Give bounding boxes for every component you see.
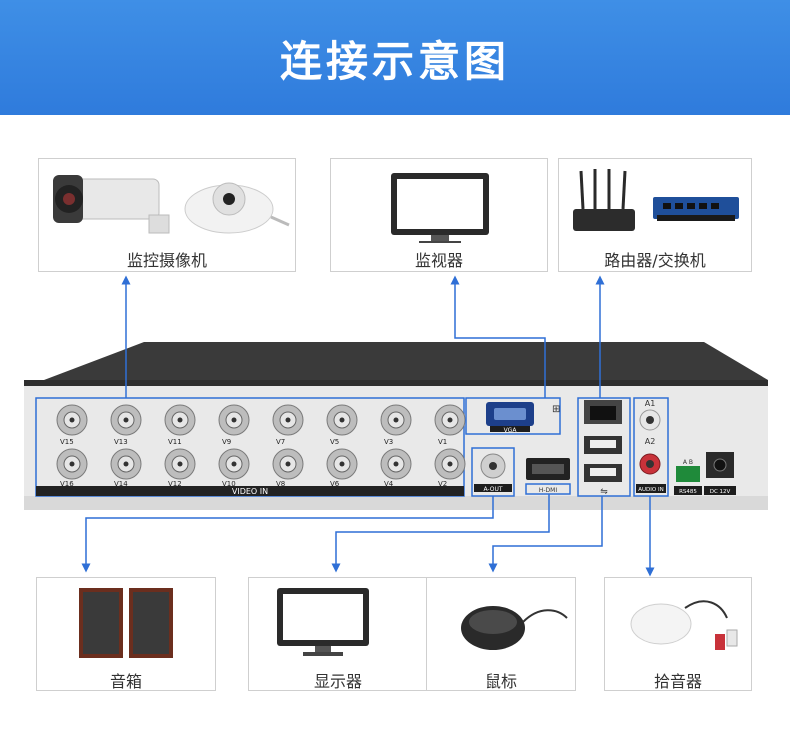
- video-in-strip: [36, 486, 464, 496]
- microphone-label: 拾音器: [653, 672, 702, 691]
- hdmi-label: H-DMI: [539, 487, 557, 494]
- mouse-icon: [461, 606, 568, 650]
- video-port-top-label: V11: [168, 438, 182, 446]
- a2-port[interactable]: [646, 460, 654, 468]
- monitor-card: 监视器: [330, 158, 548, 272]
- video-port-bottom-label: V12: [168, 480, 182, 488]
- speaker-card: 音箱: [36, 577, 216, 691]
- aout-port[interactable]: [489, 462, 497, 470]
- page-title: 连接示意图: [279, 37, 510, 86]
- usb-icon: ⇋: [600, 487, 608, 497]
- video-port-top-label: V7: [276, 438, 285, 446]
- bnc-port-pin: [447, 417, 453, 423]
- network-icon: ⊞: [552, 404, 560, 415]
- router-icon: [573, 169, 739, 231]
- bnc-port-pin: [285, 417, 291, 423]
- speaker-icon: [79, 588, 173, 658]
- video-in-label: VIDEO IN: [232, 487, 268, 496]
- dvr-recorder: VIDEO IN V15 V13 V11 V9 V7 V5 V3 V1 V16 V14 V12 V1…: [24, 342, 768, 510]
- a1-label: A1: [645, 399, 656, 408]
- audio-in-label: AUDIO IN: [638, 487, 663, 493]
- rs485-label: RS485: [679, 489, 697, 495]
- camera-icon: [53, 175, 290, 234]
- a1-port[interactable]: [646, 416, 654, 424]
- video-port-bottom-label: V14: [114, 480, 128, 488]
- bnc-port-pin: [177, 417, 183, 423]
- video-port-top-label: V5: [330, 438, 339, 446]
- video-port-top-label: V15: [60, 438, 74, 446]
- mouse-card: 鼠标: [426, 577, 576, 691]
- video-port-top-label: V1: [438, 438, 447, 446]
- display-label: 显示器: [313, 672, 362, 691]
- vga-outline: [465, 397, 561, 435]
- video-port-bottom-label: V6: [330, 480, 340, 488]
- camera-card: 监控摄像机: [38, 158, 296, 272]
- router-label: 路由器/交换机: [604, 251, 706, 270]
- bnc-port-pin: [393, 461, 399, 467]
- rs485-port[interactable]: [676, 466, 700, 482]
- bnc-port-pin: [177, 461, 183, 467]
- microphone-card: 拾音器: [604, 577, 752, 691]
- header-banner: 连接示意图: [0, 0, 790, 115]
- bnc-port-pin: [447, 461, 453, 467]
- lan-usb-outline: [577, 397, 631, 497]
- speaker-label: 音箱: [109, 672, 142, 691]
- camera-label: 监控摄像机: [126, 251, 207, 270]
- dc-label: DC 12V: [710, 489, 731, 495]
- microphone-icon: [630, 600, 738, 650]
- bnc-port-pin: [393, 417, 399, 423]
- audio-in-outline: [633, 397, 669, 497]
- vga-label: VGA: [504, 427, 518, 434]
- display-card: 显示器: [248, 577, 428, 691]
- bnc-port-pin: [285, 461, 291, 467]
- bnc-port-pin: [69, 461, 75, 467]
- bnc-port-pin: [231, 461, 237, 467]
- a2-label: A2: [645, 437, 656, 446]
- ab-label: A B: [683, 459, 693, 466]
- video-port-bottom-label: V10: [222, 480, 236, 488]
- monitor-label: 监视器: [414, 251, 463, 270]
- video-port-top-label: V3: [384, 438, 393, 446]
- video-port-top-label: V9: [222, 438, 231, 446]
- bnc-port-pin: [231, 417, 237, 423]
- router-card: 路由器/交换机: [558, 158, 752, 272]
- monitor-icon: [391, 173, 489, 243]
- display-icon: [277, 588, 369, 656]
- video-port-bottom-label: V2: [438, 480, 447, 488]
- video-port-bottom-label: V4: [384, 480, 394, 488]
- video-port-bottom-label: V16: [60, 480, 74, 488]
- mouse-label: 鼠标: [484, 672, 517, 691]
- video-port-top-label: V13: [114, 438, 128, 446]
- aout-label: A-OUT: [483, 486, 502, 493]
- bnc-port-pin: [69, 417, 75, 423]
- bnc-port-pin: [339, 461, 345, 467]
- video-port-bottom-label: V8: [276, 480, 285, 488]
- bnc-port-pin: [123, 417, 129, 423]
- bnc-port-pin: [123, 461, 129, 467]
- bnc-port-pin: [339, 417, 345, 423]
